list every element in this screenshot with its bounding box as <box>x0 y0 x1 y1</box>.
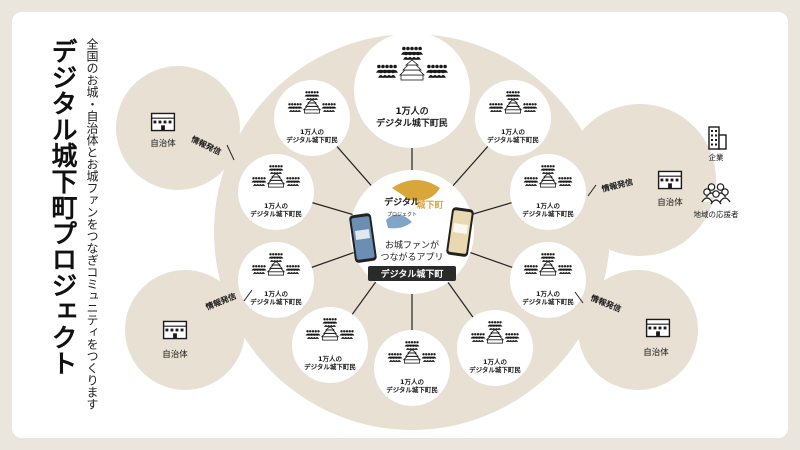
phone-mockup <box>446 207 474 257</box>
citizen-node-label: 1万人の <box>300 127 325 136</box>
citizen-node-label-2: デジタル城下町民 <box>487 135 539 144</box>
page-subtitle: 全国のお城・自治体とお城ファンをつなぎコミュニティをつくります <box>85 38 99 410</box>
satellite-extra-label: 企業 <box>709 152 724 162</box>
supporters-group-icon <box>701 183 731 205</box>
citizen-node-circle <box>238 154 314 230</box>
citizen-node-circle <box>354 32 470 148</box>
municipal-building-icon <box>150 112 176 132</box>
satellite-circle <box>116 66 240 190</box>
citizen-node-label: 1万人の <box>395 105 428 117</box>
app-badge <box>368 266 456 281</box>
citizen-node-circle <box>238 242 314 318</box>
municipal-building-icon <box>657 170 683 190</box>
citizen-node-label-2: デジタル城下町民 <box>376 117 448 129</box>
citizen-node-label: 1万人の <box>318 354 343 363</box>
citizen-node-label-2: デジタル城下町民 <box>522 297 574 306</box>
municipal-building-icon <box>162 320 188 340</box>
company-building-icon <box>708 126 727 150</box>
satellite-extra-label: 地域の応援者 <box>694 209 739 219</box>
municipality-label: 自治体 <box>657 197 683 208</box>
logo-castle-text: 城下町 <box>416 199 443 211</box>
citizen-node-label-2: デジタル城下町民 <box>286 135 338 144</box>
citizen-node-circle <box>292 307 368 383</box>
citizen-node-circle <box>274 80 350 156</box>
citizen-node-label-2: デジタル城下町民 <box>250 297 302 306</box>
citizen-node-label: 1万人の <box>400 377 425 386</box>
app-tagline-line2: つながるアプリ <box>380 251 443 263</box>
municipality-label: 自治体 <box>643 347 669 358</box>
citizen-node-label: 1万人の <box>264 201 289 210</box>
app-center-circle <box>350 170 474 294</box>
logo-gold-shape <box>392 180 440 201</box>
citizen-node-circle <box>510 154 586 230</box>
citizen-node-label-2: デジタル城下町民 <box>469 365 521 374</box>
citizen-node-label-2: デジタル城下町民 <box>386 385 438 394</box>
citizen-node-label-2: デジタル城下町民 <box>304 362 356 371</box>
satellite-circle <box>578 270 698 390</box>
citizen-node-circle <box>510 242 586 318</box>
app-badge-text: デジタル城下町 <box>381 268 444 280</box>
phone-mockup <box>349 213 377 263</box>
citizen-node-label: 1万人の <box>536 289 561 298</box>
citizen-node-label: 1万人の <box>536 201 561 210</box>
page-title: デジタル城下町プロジェクト <box>47 38 77 376</box>
logo-main-text: デジタル <box>384 196 420 208</box>
municipality-label: 自治体 <box>162 349 188 360</box>
municipal-building-icon <box>645 318 671 338</box>
citizen-node-label: 1万人の <box>483 357 508 366</box>
citizen-node-label: 1万人の <box>264 289 289 298</box>
logo-blue-shape <box>386 214 412 229</box>
logo-sub-text: プロジェクト <box>387 212 417 218</box>
citizen-node-circle <box>374 330 450 406</box>
citizen-node-label-2: デジタル城下町民 <box>250 209 302 218</box>
citizen-node-circle <box>457 310 533 386</box>
app-tagline-line1: お城ファンが <box>385 239 439 251</box>
citizen-node-label: 1万人の <box>501 127 526 136</box>
citizen-node-label-2: デジタル城下町民 <box>522 209 574 218</box>
municipality-label: 自治体 <box>150 138 176 149</box>
citizen-node-circle <box>475 80 551 156</box>
